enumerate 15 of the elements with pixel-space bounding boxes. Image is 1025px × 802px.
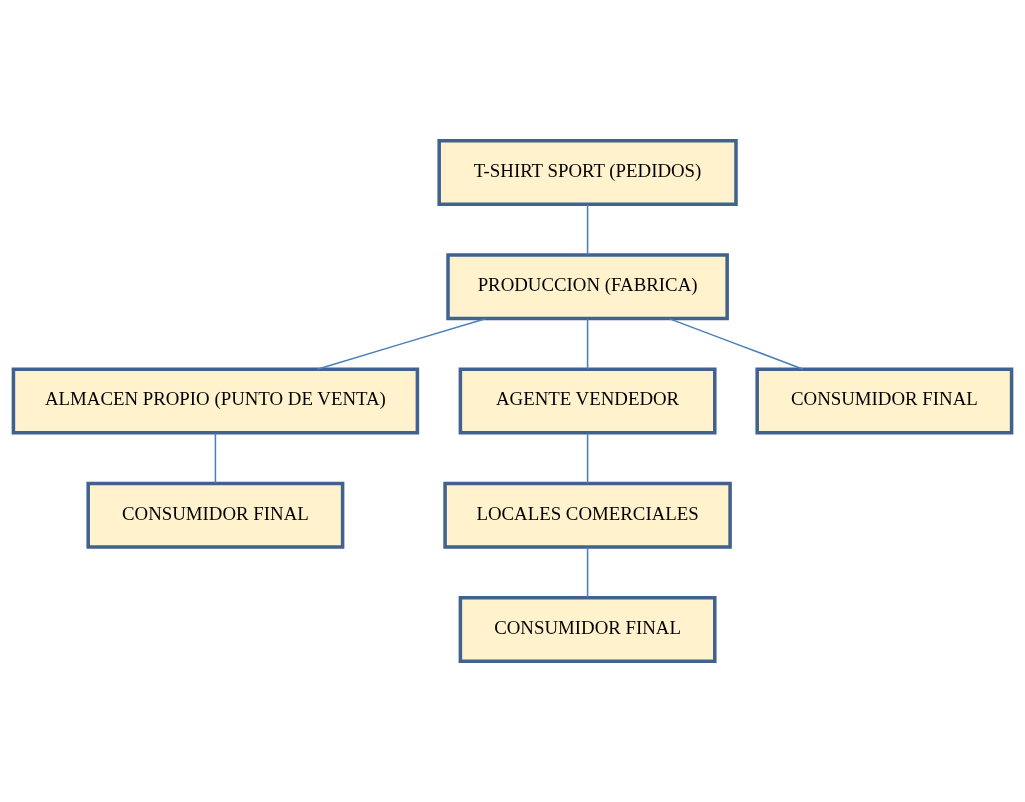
connector [586, 318, 589, 370]
connector [586, 546, 589, 599]
node-box: CONSUMIDOR FINAL [86, 481, 345, 549]
node-box: PRODUCCION (FABRICA) [446, 253, 729, 321]
connector [214, 432, 217, 485]
node-box: CONSUMIDOR FINAL [755, 367, 1014, 435]
connector [316, 317, 487, 370]
connector [586, 432, 589, 485]
node-box: T-SHIRT SPORT (PEDIDOS) [437, 138, 738, 207]
connector [668, 317, 804, 370]
connector [586, 203, 589, 256]
node-box: AGENTE VENDEDOR [458, 367, 717, 435]
node-box: ALMACEN PROPIO (PUNTO DE VENTA) [11, 367, 420, 435]
node-box: LOCALES COMERCIALES [443, 481, 732, 549]
node-box: CONSUMIDOR FINAL [458, 595, 717, 664]
